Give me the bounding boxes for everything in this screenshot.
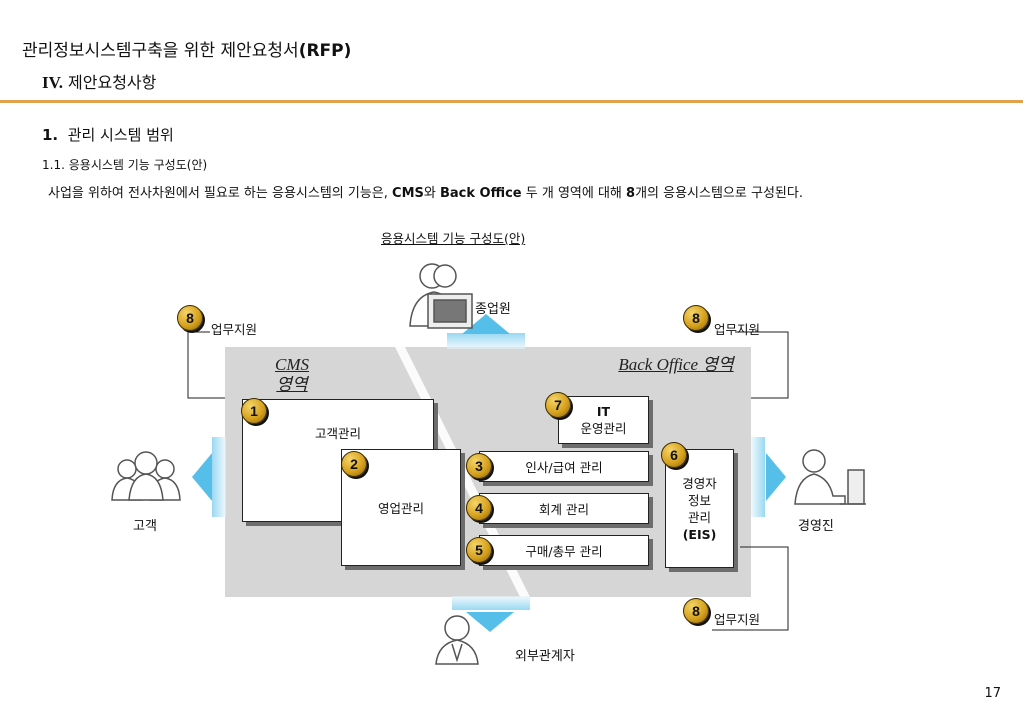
back-office-area-label: Back Office 영역	[618, 355, 734, 374]
badge-3: 3	[466, 453, 492, 479]
header-divider	[0, 100, 1023, 103]
document-title: 관리정보시스템구축을 위한 제안요청서(RFP)	[22, 41, 352, 61]
arrow-left-customer	[192, 437, 226, 517]
support-label-right: 업무지원	[714, 322, 761, 337]
customer-label: 고객	[133, 519, 157, 534]
diagram-title: 응용시스템 기능 구성도(안)	[381, 231, 526, 246]
employee-person-icon	[409, 263, 473, 329]
subsection-heading: 1.1. 응용시스템 기능 구성도(안)	[42, 158, 208, 172]
customer-group-icon	[111, 451, 181, 501]
executive-label: 경영진	[798, 519, 834, 534]
cms-area-label: CMS 영역	[275, 355, 309, 394]
section-heading: 1. 관리 시스템 범위	[42, 126, 174, 144]
executive-person-icon	[794, 449, 866, 505]
external-party-label: 외부관계자	[515, 649, 575, 664]
support-label-left: 업무지원	[211, 322, 258, 337]
external-person-icon	[435, 615, 479, 665]
eis-box: 경영자 정보 관리 (EIS)	[665, 449, 734, 568]
support-connector-left	[187, 331, 225, 399]
badge-1: 1	[241, 398, 267, 424]
arrow-down-external	[452, 596, 530, 632]
arrow-up-employee	[447, 314, 525, 349]
purchasing-general-affairs-box: 구매/총무 관리	[479, 535, 649, 566]
description-text: 사업을 위하여 전사차원에서 필요로 하는 응용시스템의 기능은, CMS와 B…	[48, 186, 803, 201]
it-operations-box: IT 운영관리	[558, 396, 649, 444]
badge-2: 2	[341, 451, 367, 477]
badge-6: 6	[661, 442, 687, 468]
badge-5: 5	[466, 537, 492, 563]
employee-label: 종업원	[475, 302, 511, 317]
badge-8-right: 8	[683, 305, 709, 331]
arrow-right-executive	[751, 437, 786, 517]
accounting-box: 회계 관리	[479, 493, 649, 524]
badge-7: 7	[545, 392, 571, 418]
support-label-bottom: 업무지원	[714, 612, 761, 627]
hr-payroll-box: 인사/급여 관리	[479, 451, 649, 482]
badge-8-bottom: 8	[683, 598, 709, 624]
badge-4: 4	[466, 495, 492, 521]
chapter-title: IV. 제안요청사항	[42, 73, 157, 92]
badge-8-left: 8	[177, 305, 203, 331]
page-number: 17	[984, 686, 1001, 701]
